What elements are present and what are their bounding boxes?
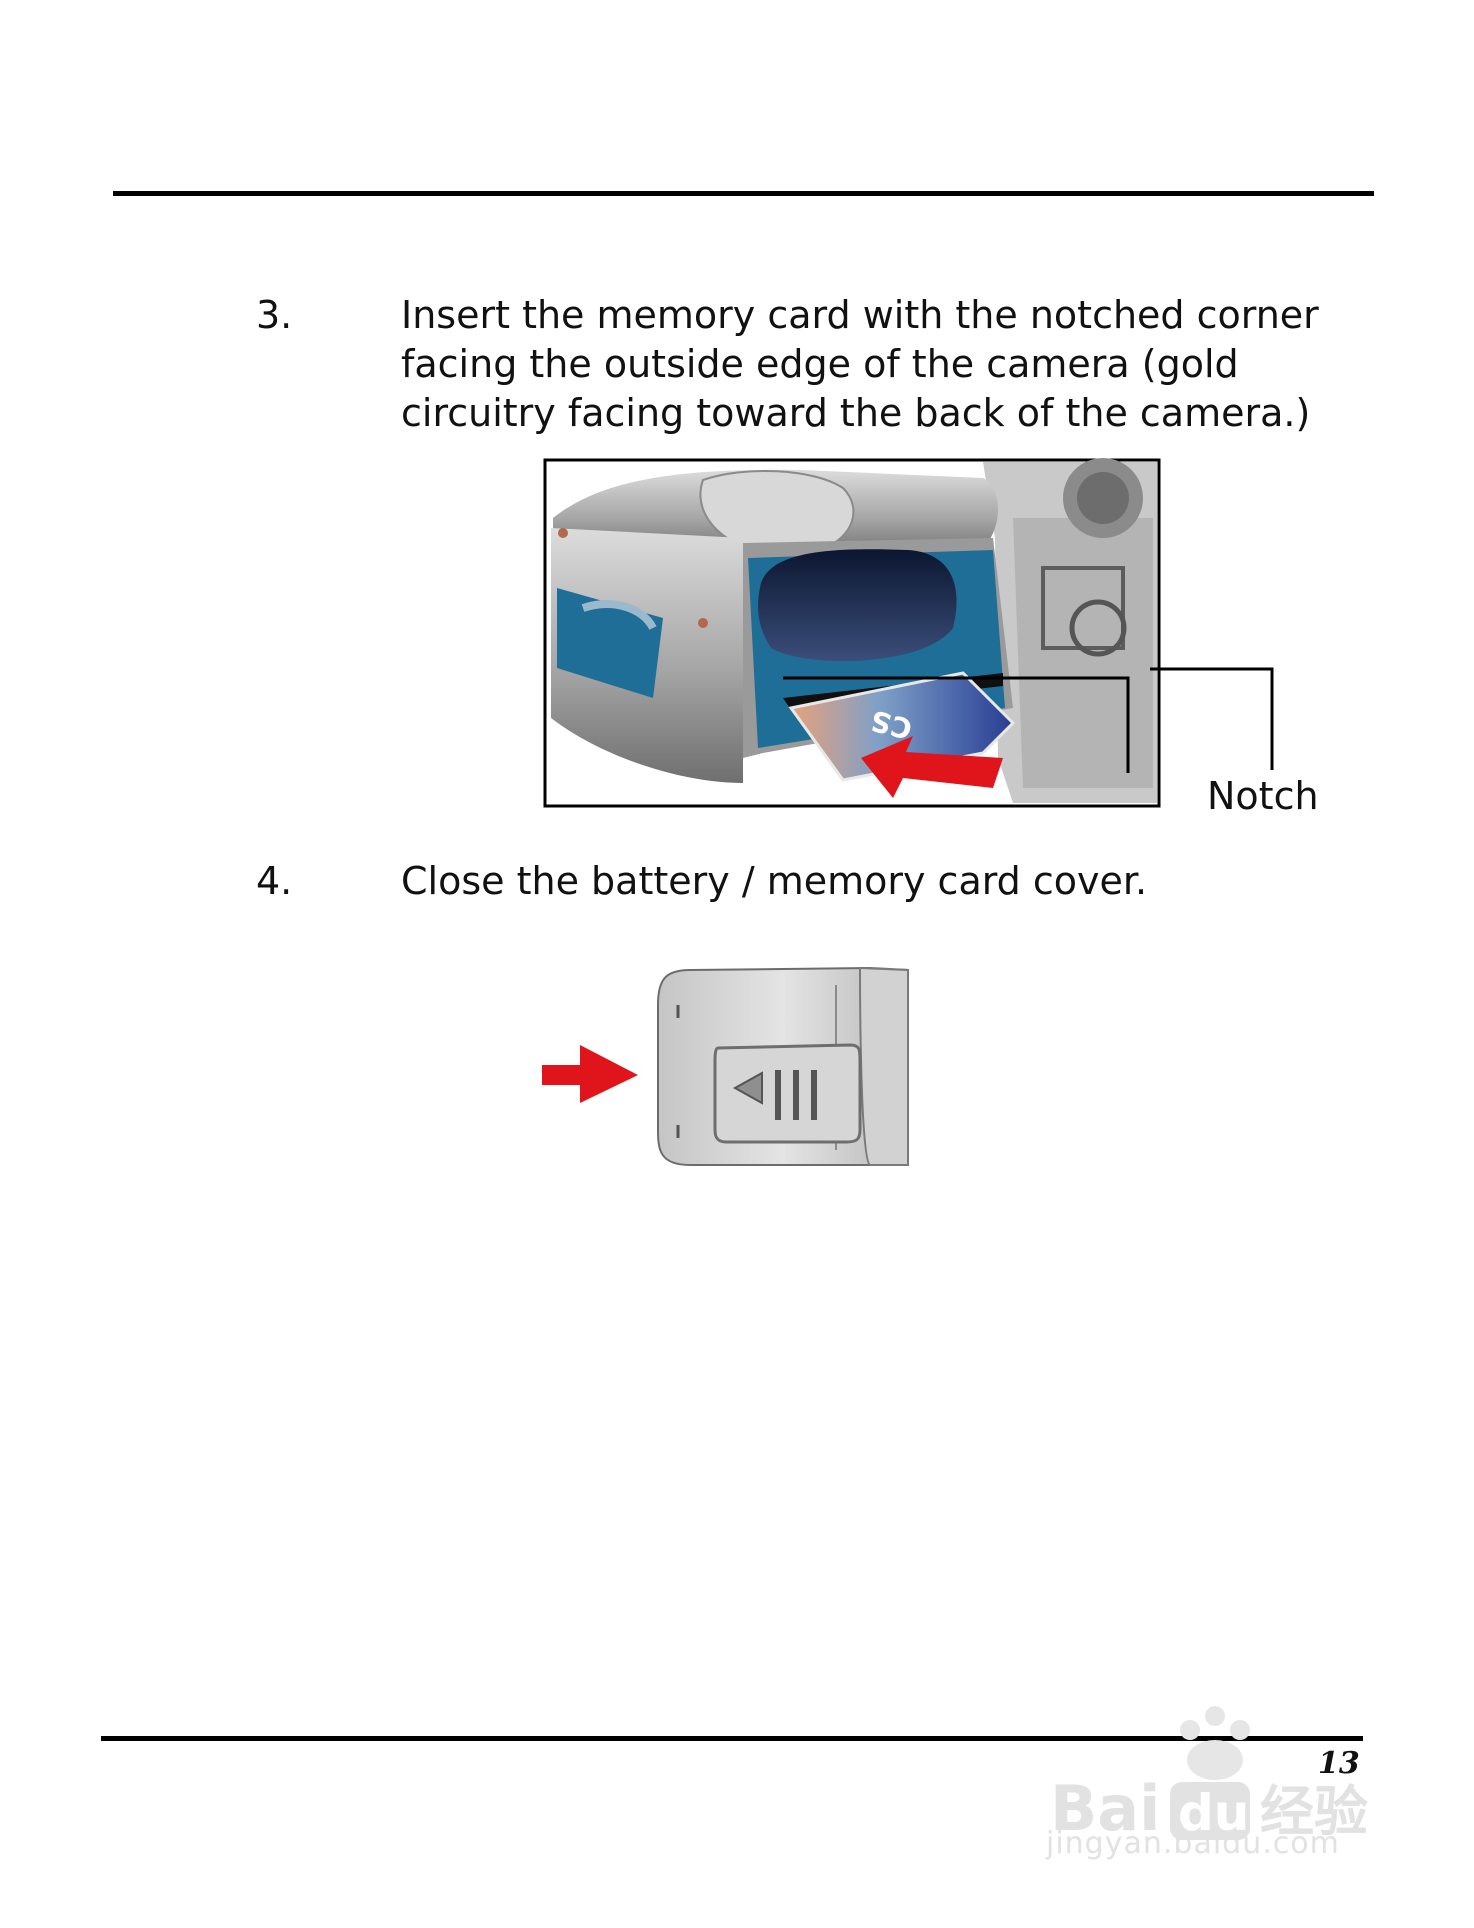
svg-text:经验: 经验: [1260, 1780, 1368, 1843]
page-number: 13: [1318, 1746, 1360, 1781]
step-3-line-2: facing the outside edge of the camera (g…: [401, 342, 1239, 386]
step-3-line-1: Insert the memory card with the notched …: [401, 293, 1319, 337]
camera-card-illustration: CS: [543, 458, 1161, 808]
step-3-number: 3.: [256, 293, 293, 337]
step-4-line-1: Close the battery / memory card cover.: [401, 859, 1148, 903]
step-4-number: 4.: [256, 859, 293, 903]
baidu-watermark-logo: Bai du 经验: [1050, 1706, 1368, 1845]
header-rule: [113, 191, 1374, 196]
baidu-watermark-url: jingyan.baidu.com: [1046, 1826, 1340, 1861]
notch-label: Notch: [1207, 774, 1319, 818]
notch-callout-line: [1150, 667, 1274, 770]
battery-cover-illustration: [542, 966, 909, 1166]
step-3-line-3: circuitry facing toward the back of the …: [401, 391, 1311, 435]
footer-rule: [101, 1736, 1363, 1741]
svg-text:du: du: [1178, 1784, 1249, 1842]
svg-text:Bai: Bai: [1050, 1772, 1160, 1845]
